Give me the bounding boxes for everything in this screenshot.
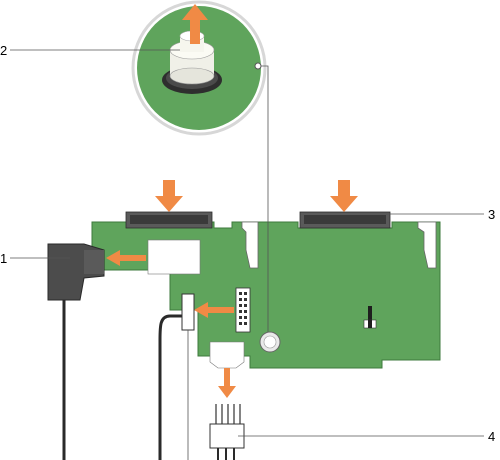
drive-connector-right <box>299 211 391 229</box>
board-latch-left <box>241 221 259 269</box>
arrow-down-icon <box>155 180 183 212</box>
arrow-down-icon <box>330 180 358 212</box>
callout-4: 4 <box>488 429 495 444</box>
zoom-leader-dot <box>254 62 262 70</box>
arrow-left-icon <box>194 302 234 318</box>
release-pin-detail <box>131 0 267 136</box>
board-component <box>363 306 377 329</box>
callout-1: 1 <box>0 251 7 266</box>
board-cable-connector <box>147 239 201 275</box>
sas-cable-left <box>47 243 105 460</box>
power-cable <box>209 404 245 460</box>
board-release-pin <box>259 331 281 353</box>
callout-3: 3 <box>488 207 495 222</box>
arrow-down-icon <box>218 368 236 398</box>
signal-header <box>235 287 251 333</box>
board-power-connector <box>209 341 245 369</box>
signal-cable <box>158 293 195 460</box>
callout-2: 2 <box>0 43 7 58</box>
drive-connector-left <box>125 211 213 229</box>
board-latch-right <box>417 221 437 269</box>
arrow-up-icon <box>182 4 208 44</box>
arrow-left-icon <box>106 250 146 266</box>
